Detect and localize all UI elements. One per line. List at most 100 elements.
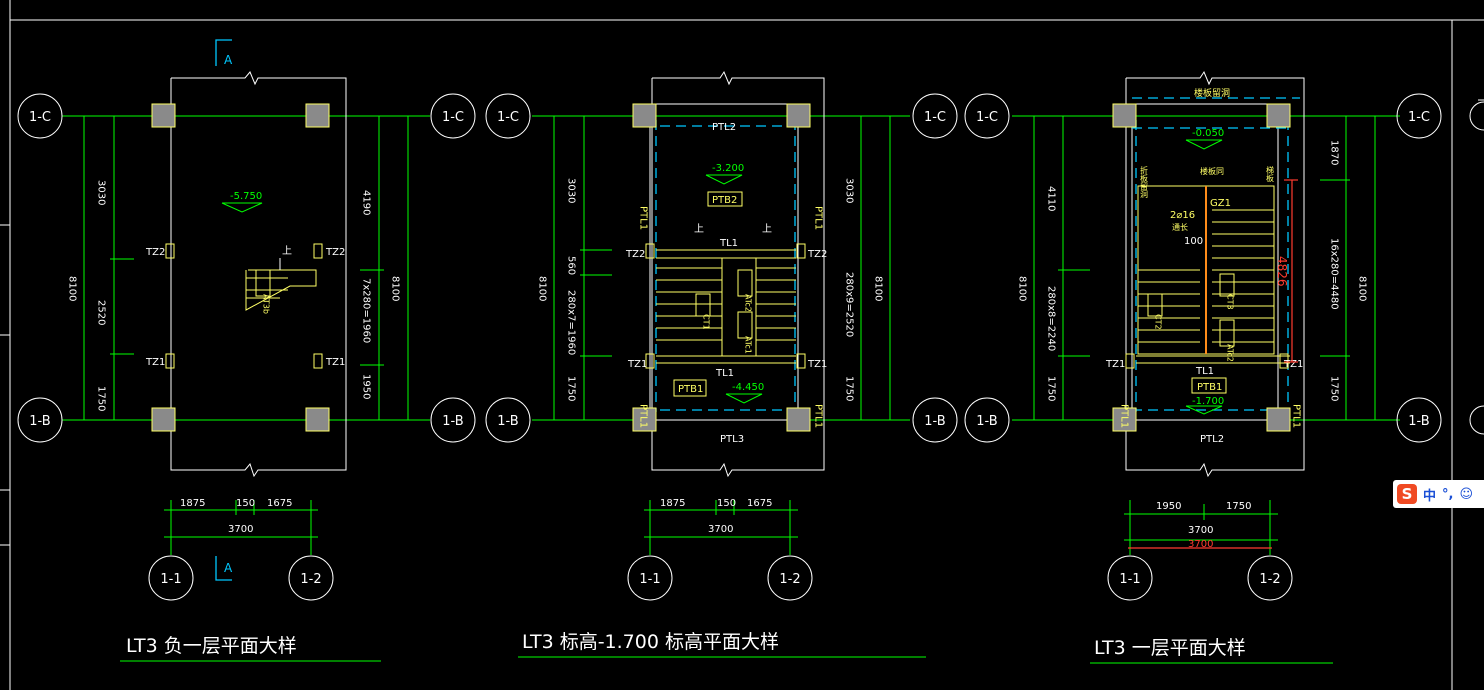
plan1-section-label-top: A xyxy=(224,53,233,67)
plan2-ct1: CT1 xyxy=(702,314,711,330)
grid-label-b: 1-B xyxy=(976,414,997,429)
plan-2: PTL2 PTL1 PTL1 PTL1 PTL1 -3.200 PTB2 TL1… xyxy=(518,70,926,658)
plan2-tz2-right: TZ2 xyxy=(807,249,827,260)
plan2-level-bottom: -4.450 xyxy=(732,382,764,393)
plan3-dim-red: 4826 xyxy=(1275,256,1289,287)
plan3-ptb1: PTB1 xyxy=(1197,382,1222,393)
plan1-dim-left-1: 3030 xyxy=(96,180,107,205)
plan3-dim-left-3: 1750 xyxy=(1046,376,1057,401)
plan1-dim-right-1: 4190 xyxy=(361,190,372,215)
plan1-dim-bottom-total: 3700 xyxy=(228,524,253,535)
plan1-dim-right-total: 8100 xyxy=(390,276,401,301)
plan1-section-label-bottom: A xyxy=(224,561,233,575)
plan1-dim-bottom-3: 1675 xyxy=(267,498,292,509)
plan3-tz1-left: TZ1 xyxy=(1105,359,1125,370)
grid-bubble xyxy=(1247,555,1293,601)
ime-emoji-icon[interactable]: ☺ xyxy=(1459,486,1474,502)
plan1-dim-total: 8100 xyxy=(67,276,78,301)
plan2-up-right: 上 xyxy=(762,223,772,235)
plan1-dim-bottom-1: 1875 xyxy=(180,498,205,509)
plan1-section-mark-top xyxy=(215,39,232,66)
plan2-dim-left-2: 560 xyxy=(566,256,577,275)
plan2-dim-right-3: 1750 xyxy=(844,376,855,401)
plan1-dim-bottom-2: 150 xyxy=(236,498,255,509)
plan3-dim-bottom-total: 3700 xyxy=(1188,525,1213,536)
grid-label-1-2: 1-2 xyxy=(1259,572,1280,587)
plan2-ptl1-right-b: PTL1 xyxy=(813,404,824,428)
grid-bubble xyxy=(485,397,531,443)
plan2-ptl3: PTL3 xyxy=(720,434,744,445)
grid-bubble xyxy=(1396,93,1442,139)
plan1-level: -5.750 xyxy=(230,191,262,202)
plan1-section-mark-bottom xyxy=(215,556,232,581)
plan1-dim-right-2: 7x280=1960 xyxy=(361,278,372,343)
ime-toolbar[interactable]: S 中 °, ☺ xyxy=(1393,480,1484,508)
plan2-tl1-bottom: TL1 xyxy=(715,368,734,379)
grid-bubble xyxy=(17,397,63,443)
plan1-dim-left-2: 2520 xyxy=(96,300,107,325)
plan2-ptb1: PTB1 xyxy=(678,384,703,395)
plan3-level-bottom: -1.700 xyxy=(1192,396,1224,407)
column xyxy=(151,407,176,432)
plan1-dim-right-3: 1950 xyxy=(361,374,372,399)
plan2-atc1: ATc1 xyxy=(744,336,753,354)
grid-label-b: 1-B xyxy=(924,414,945,429)
plan1-tz2-right: TZ2 xyxy=(325,247,345,258)
plan2-ptl1-left-b: PTL1 xyxy=(638,404,649,428)
grid-label-1-1: 1-1 xyxy=(160,572,181,587)
grid-bubble xyxy=(964,93,1010,139)
sogou-logo-icon[interactable]: S xyxy=(1397,484,1417,504)
plan3-title: LT3 一层平面大样 xyxy=(1094,637,1246,659)
plan3-ptl1-right: PTL1 xyxy=(1291,404,1302,428)
plan1-stair-label: AT3b xyxy=(262,294,271,314)
plan2-dim-bottom-total: 3700 xyxy=(708,524,733,535)
plan3-dim-bottom-1: 1950 xyxy=(1156,501,1181,512)
plan1-tz1-left: TZ1 xyxy=(145,357,165,368)
grid-bubble xyxy=(627,555,673,601)
plan3-rebar-note: 通长 xyxy=(1172,222,1188,232)
plan2-dim-right-1: 3030 xyxy=(844,178,855,203)
plan2-ptb2: PTB2 xyxy=(712,195,737,206)
plan2-wall-outline xyxy=(651,70,825,478)
grid-label-b: 1-B xyxy=(29,414,50,429)
grid-label-1-2: 1-2 xyxy=(300,572,321,587)
plan2-tl1-top: TL1 xyxy=(719,238,738,249)
plan2-stair-treads xyxy=(656,258,796,356)
plan2-dim-bottom-3: 1675 xyxy=(747,498,772,509)
plan2-atc2: ATc2 xyxy=(744,294,753,312)
grid-bubble xyxy=(912,93,958,139)
grid-bubble xyxy=(767,555,813,601)
plan2-dim-left-1: 3030 xyxy=(566,178,577,203)
grid-label-b: 1-B xyxy=(1408,414,1429,429)
plan2-tz1-right: TZ1 xyxy=(807,359,827,370)
grid-bubble xyxy=(430,93,476,139)
plan3-v100: 100 xyxy=(1184,236,1203,247)
plan2-ptl1-left: PTL1 xyxy=(638,206,649,230)
plan3-ptl2: PTL2 xyxy=(1200,434,1224,445)
ime-mode-toggle[interactable]: 中 xyxy=(1423,488,1437,504)
plan2-up-left: 上 xyxy=(694,223,704,235)
grid-label-1-1: 1-1 xyxy=(639,572,660,587)
ime-punct-toggle[interactable]: °, xyxy=(1442,486,1454,502)
plan2-dim-bottom-2: 150 xyxy=(717,498,736,509)
plan3-dim-total: 8100 xyxy=(1017,276,1028,301)
plan1-dim-left-3: 1750 xyxy=(96,386,107,411)
plan2-tz2-left: TZ2 xyxy=(625,249,645,260)
plan1-tz1-right: TZ1 xyxy=(325,357,345,368)
plan3-dim-left-1: 4110 xyxy=(1046,186,1057,211)
plan-1: A A TZ2 TZ2 TZ1 TZ1 -5.750 AT3b 上 8100 xyxy=(62,39,430,662)
grid-bubble xyxy=(1396,397,1442,443)
column xyxy=(305,407,330,432)
plan3-dim-left-2: 280x8=2240 xyxy=(1046,286,1057,351)
plan2-title: LT3 标高-1.700 标高平面大样 xyxy=(522,631,779,653)
plan1-wall-outline xyxy=(170,71,347,478)
grid-bubble xyxy=(485,93,531,139)
grid-bubble xyxy=(148,555,194,601)
plan3-dim-right-3: 1750 xyxy=(1329,376,1340,401)
plan1-title: LT3 负一层平面大样 xyxy=(126,635,297,657)
plan2-level-top: -3.200 xyxy=(712,163,744,174)
plan3-dim-right-total: 8100 xyxy=(1357,276,1368,301)
grid-label-c: 1-C xyxy=(924,110,946,125)
plan2-ptl1-right: PTL1 xyxy=(813,206,824,230)
